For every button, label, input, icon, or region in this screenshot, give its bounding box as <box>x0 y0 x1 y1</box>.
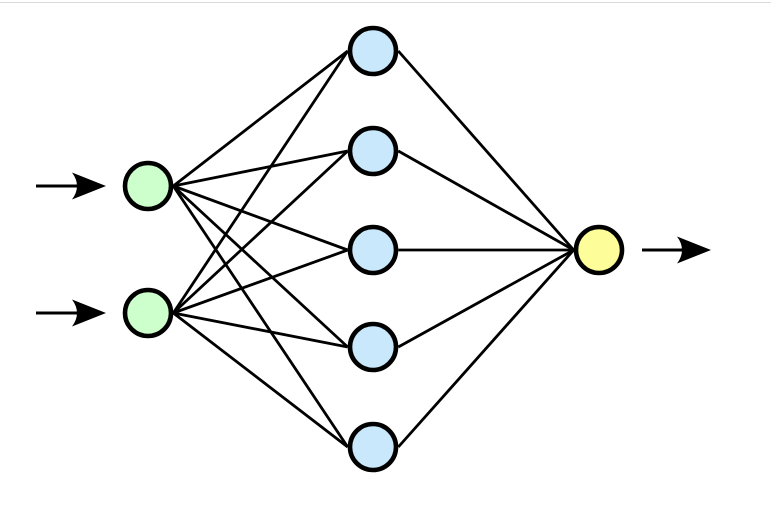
edge-input-2-hidden-5 <box>172 311 349 449</box>
input-arrow-2-head-icon <box>72 299 106 327</box>
edge-input-2-hidden-4 <box>173 311 348 349</box>
edge-input-1-hidden-2 <box>173 149 348 188</box>
edge-input-2-hidden-1 <box>172 50 349 314</box>
output-arrow-head-icon <box>677 236 711 264</box>
node-hidden-3 <box>347 224 399 276</box>
window-top-border <box>0 0 771 3</box>
node-hidden-4 <box>347 321 399 373</box>
edge-input-1-hidden-5 <box>172 185 349 448</box>
edge-input-2-hidden-3 <box>172 248 349 315</box>
node-input-2 <box>122 287 174 339</box>
node-input-1 <box>122 160 174 212</box>
input-arrow-1-head-icon <box>72 172 106 200</box>
edge-input-1-hidden-1 <box>172 49 349 188</box>
node-hidden-2 <box>347 125 399 177</box>
edge-hidden-2-output-1 <box>397 149 575 252</box>
edge-input-2-hidden-2 <box>172 149 349 315</box>
edge-hidden-4-output-1 <box>397 248 575 349</box>
node-hidden-5 <box>347 421 399 473</box>
node-output-1 <box>573 224 625 276</box>
edge-hidden-1-output-1 <box>397 50 575 251</box>
edge-hidden-5-output-1 <box>397 249 575 448</box>
node-hidden-1 <box>347 25 399 77</box>
edge-input-1-hidden-4 <box>172 184 349 349</box>
edge-input-1-hidden-3 <box>172 184 349 252</box>
